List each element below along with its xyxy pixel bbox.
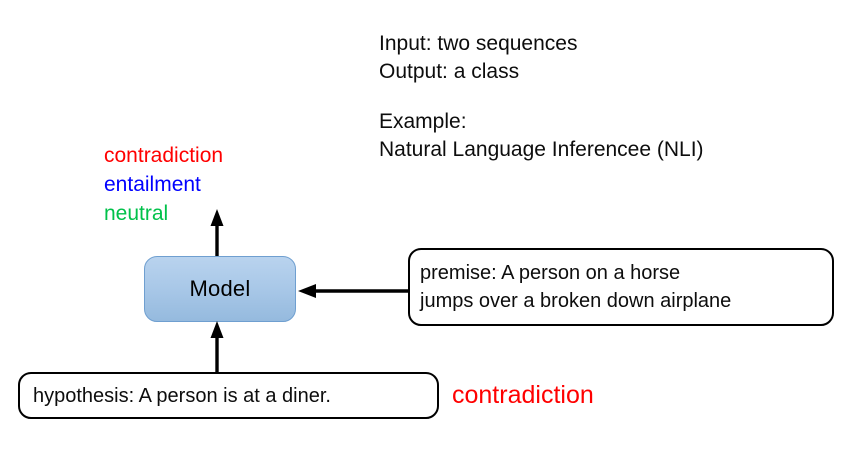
- example-name: Natural Language Inferencee (NLI): [379, 138, 704, 161]
- model-label: Model: [189, 276, 251, 301]
- output-line: Output: a class: [379, 60, 520, 83]
- hypothesis-line-1: hypothesis: A person is at a diner.: [33, 384, 331, 407]
- class-label-list: contradiction entailment neutral: [104, 141, 223, 228]
- premise-line-1: premise: A person on a horse: [420, 262, 681, 284]
- class-label-neutral: neutral: [104, 202, 169, 225]
- hypothesis-box: hypothesis: A person is at a diner.: [18, 372, 439, 419]
- input-line: Input: two sequences: [379, 32, 578, 55]
- model-box: Model: [144, 256, 296, 322]
- description-spacer: [379, 86, 819, 108]
- premise-to-model-arrow: [298, 284, 408, 298]
- class-label-entailment: entailment: [104, 173, 201, 196]
- prediction-label: contradiction: [452, 381, 594, 409]
- example-heading: Example:: [379, 110, 467, 133]
- class-label-contradiction: contradiction: [104, 144, 224, 167]
- task-description: Input: two sequences Output: a class Exa…: [379, 30, 819, 164]
- hypothesis-to-model-arrow: [210, 321, 224, 372]
- premise-line-2: jumps over a broken down airplane: [420, 290, 732, 312]
- premise-box: premise: A person on a horse jumps over …: [408, 248, 834, 326]
